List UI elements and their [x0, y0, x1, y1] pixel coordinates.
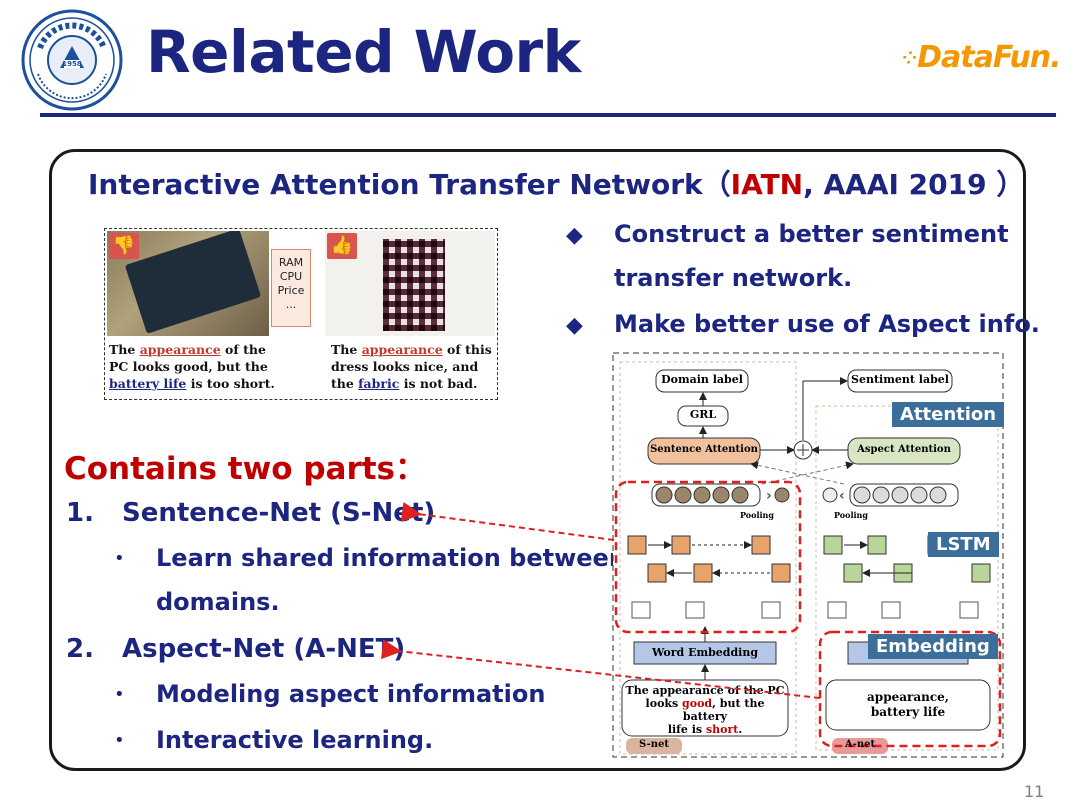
item-2-number: 2.: [66, 634, 94, 664]
grl-box: GRL: [689, 408, 717, 421]
s-pooling-label: Pooling: [740, 510, 774, 520]
a-net-label: A-net: [844, 739, 876, 750]
review-dress: The appearance of this dress looks nice,…: [331, 342, 492, 391]
architecture-svg: › ‹: [612, 352, 1004, 758]
svg-text:›: ›: [766, 488, 772, 504]
sub-bullet-icon: •: [114, 730, 125, 751]
embedding-tag: Embedding: [868, 634, 998, 659]
parts-heading: Contains two parts：: [64, 451, 427, 487]
lstm-tag: LSTM: [928, 532, 999, 557]
aspect-price: Price: [277, 284, 305, 297]
aspect-ram: RAM: [278, 256, 304, 269]
diamond-bullet-icon: ◆: [566, 223, 583, 248]
header-rule: [40, 113, 1056, 117]
page-number: 11: [1024, 782, 1045, 801]
item-1-title: Sentence-Net (S-Net): [122, 498, 436, 528]
diamond-bullet-icon: ◆: [566, 313, 583, 338]
thumbs-down-icon: 👎: [109, 233, 139, 259]
aspect-more: ...: [285, 298, 297, 311]
panel-subtitle: Interactive Attention Transfer Network（I…: [88, 163, 1024, 203]
item-1-sub-1: Learn shared information between: [156, 544, 626, 572]
page-title: Related Work: [146, 18, 581, 86]
item-2-title: Aspect-Net (A-NET): [122, 634, 406, 664]
s-word-embedding-box: Word Embedding: [651, 646, 759, 659]
iatn-architecture-diagram: › ‹: [612, 352, 1005, 758]
subtitle-prefix: Interactive Attention Transfer Network（: [88, 168, 731, 201]
sentiment-label-box: Sentiment label: [851, 373, 949, 386]
domain-label-box: Domain label: [661, 373, 743, 386]
bullet-1-line-1: Construct a better sentiment: [614, 220, 1009, 248]
s-input-sentence: The appearance of the PC looks good, but…: [625, 684, 785, 736]
review-laptop: The appearance of the PC looks good, but…: [109, 342, 275, 391]
aspects-box: RAM CPU Price ...: [271, 249, 311, 327]
subtitle-highlight: IATN: [730, 168, 804, 201]
aspect-keyword: battery life: [109, 376, 187, 391]
example-figure: 👎 RAM CPU Price ... 👍 The appearance of …: [104, 228, 498, 400]
sentence-attention-box: Sentence Attention: [650, 444, 758, 455]
item-2-sub-2: Interactive learning.: [156, 726, 434, 754]
datafun-dots-icon: ⁘: [902, 48, 918, 69]
aspect-keyword: appearance: [361, 342, 443, 357]
datafun-logo-text: DataFun.: [917, 40, 1061, 75]
datafun-logo: ⁘DataFun.: [902, 40, 1062, 75]
a-input-aspects: appearance, battery life: [867, 690, 949, 719]
attention-tag: Attention: [892, 402, 1005, 427]
s-net-label: S-net: [639, 739, 669, 750]
bullet-2: Make better use of Aspect info.: [614, 310, 1040, 338]
svg-text:1958: 1958: [62, 60, 82, 68]
thumbs-up-icon: 👍: [327, 233, 357, 259]
bullet-1-line-2: transfer network.: [614, 264, 853, 292]
item-1-sub-1-cont: domains.: [156, 588, 280, 616]
a-pooling-label: Pooling: [834, 510, 868, 520]
content-panel: [49, 149, 1026, 771]
sub-bullet-icon: •: [114, 548, 125, 569]
aspect-keyword: fabric: [358, 376, 400, 391]
svg-text:‹: ‹: [839, 488, 845, 504]
subtitle-suffix: , AAAI 2019 ）: [803, 168, 1025, 201]
sub-bullet-icon: •: [114, 684, 125, 705]
aspect-attention-box: Aspect Attention: [857, 444, 951, 455]
item-2-sub-1: Modeling aspect information: [156, 680, 546, 708]
aspect-cpu: CPU: [279, 270, 303, 283]
item-1-number: 1.: [66, 498, 94, 528]
aspect-keyword: appearance: [139, 342, 221, 357]
university-seal-icon: 1958: [20, 8, 124, 112]
